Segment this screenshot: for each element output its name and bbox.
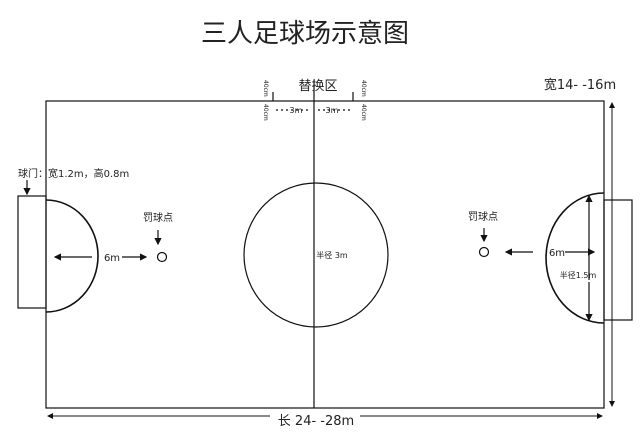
right-goal-area [545, 192, 605, 324]
right-penalty-label: 罚球点 [468, 210, 498, 223]
right-penalty-spot [478, 246, 490, 258]
left-goal [17, 195, 47, 309]
sub-right-distance: 3m [326, 106, 339, 115]
area-radius-label: 半径1.5m [560, 270, 597, 280]
right-goal [603, 199, 633, 321]
title: 三人足球场示意图 [201, 19, 409, 49]
width-label: 宽14- -16m [544, 77, 616, 93]
center-radius-label: 半径 3m [316, 250, 348, 260]
sub-mark-above-right: 40cm [360, 80, 367, 97]
substitution-zone-label: 替换区 [298, 79, 337, 94]
left-penalty-distance: 6m [104, 253, 120, 264]
sub-mark-above-left: 40cm [262, 80, 269, 97]
sub-mark-below-right: 40cm [360, 104, 367, 121]
length-label: 长 24- -28m [278, 414, 354, 429]
left-penalty-label: 罚球点 [143, 211, 173, 224]
left-goal-area [45, 199, 99, 313]
left-penalty-spot [156, 251, 168, 263]
sub-mark-below-left: 40cm [262, 104, 269, 121]
center-circle [243, 182, 389, 328]
goal-label: 球门：宽1.2m，高0.8m [18, 167, 129, 180]
sub-left-distance: 3m [290, 106, 303, 115]
right-penalty-distance: 6m [549, 248, 565, 259]
